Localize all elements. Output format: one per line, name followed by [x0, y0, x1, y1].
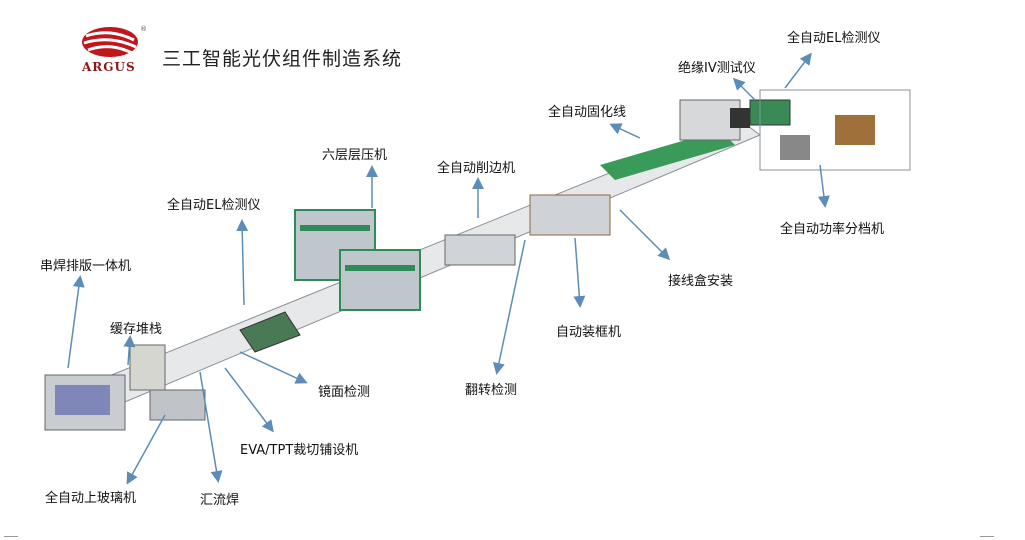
machine-glass-loader — [149, 389, 206, 421]
arrow-glass-loader — [126, 414, 166, 485]
label-buffer-stack: 缓存堆栈 — [110, 322, 163, 337]
arrow-framing — [573, 237, 586, 308]
corner-mark-right — [980, 536, 994, 537]
label-bus-welding: 汇流焊 — [200, 493, 240, 508]
label-six-layer-laminator: 六层层压机 — [322, 148, 388, 163]
machine-el-tester-2 — [749, 99, 791, 126]
arrow-el-tester-1 — [236, 219, 249, 306]
machine-power-sorter — [759, 89, 911, 171]
label-el-tester-1: 全自动EL检测仪 — [167, 198, 261, 213]
label-flip-inspection: 翻转检测 — [465, 383, 518, 398]
arrow-mirror-inspection — [239, 351, 308, 384]
logo-text: ARGUS — [82, 60, 136, 74]
corner-mark-left — [4, 536, 18, 537]
label-auto-glass-loader: 全自动上玻璃机 — [45, 491, 137, 506]
machine-iv-tester — [679, 99, 750, 141]
arrow-bus-welding — [199, 371, 223, 483]
registered-mark: ® — [140, 25, 147, 33]
arrow-buffer-stack — [123, 335, 136, 366]
label-insulation-iv-tester: 绝缘IV测试仪 — [678, 61, 756, 76]
machine-framing — [529, 194, 611, 236]
label-auto-framing: 自动装框机 — [556, 325, 622, 340]
label-junction-box-install: 接线盒安装 — [668, 274, 734, 289]
arrow-power-sorter — [817, 164, 830, 208]
page-title: 三工智能光伏组件制造系统 — [162, 48, 403, 70]
machine-laminator — [294, 209, 421, 311]
arrow-junction-box — [619, 209, 671, 261]
label-el-tester-2: 全自动EL检测仪 — [787, 31, 881, 46]
arrow-string-welder — [67, 275, 85, 369]
arrow-el-tester-2 — [784, 52, 812, 89]
machine-trimmer — [444, 234, 516, 266]
label-eva-tpt-cutting: EVA/TPT裁切铺设机 — [240, 443, 359, 458]
label-mirror-inspection: 镜面检测 — [318, 385, 371, 400]
argus-logo: ® — [80, 24, 150, 76]
machine-el-tester-1 — [239, 311, 301, 353]
label-power-sorter: 全自动功率分档机 — [780, 222, 885, 237]
arrow-flip-inspection — [492, 239, 526, 375]
label-auto-curing-line: 全自动固化线 — [548, 105, 627, 120]
label-auto-trimmer: 全自动削边机 — [437, 161, 516, 176]
machine-string-welder — [44, 374, 126, 431]
label-string-welding-layup: 串焊排版一体机 — [40, 259, 132, 274]
machine-buffer-stack — [129, 344, 166, 391]
arrow-curing-line — [609, 123, 641, 139]
arrow-eva-tpt — [224, 367, 274, 433]
arrow-iv-tester — [732, 77, 756, 101]
